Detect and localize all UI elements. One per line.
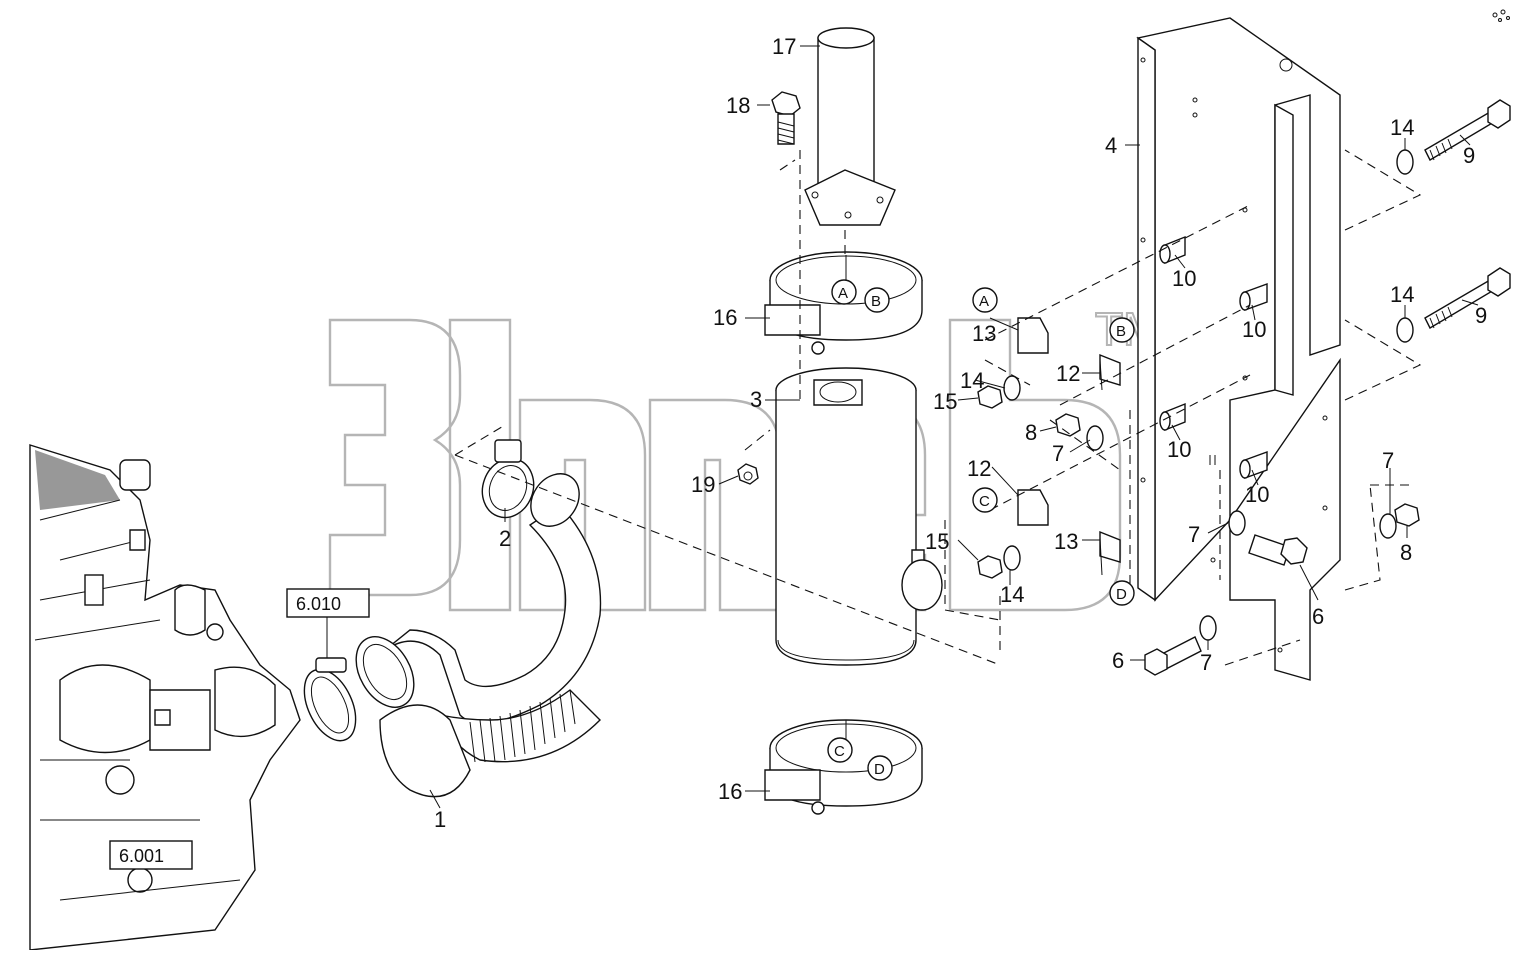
callout-6[interactable]: 6 (1312, 604, 1324, 629)
callout-2[interactable]: 2 (499, 526, 511, 551)
part-3-muffler (775, 367, 943, 666)
svg-text:D: D (1116, 586, 1127, 603)
callout-9[interactable]: 9 (1475, 303, 1487, 328)
callout-10[interactable]: 10 (1242, 317, 1266, 342)
svg-text:A: A (838, 285, 848, 302)
svg-text:C: C (834, 743, 845, 760)
circle-ref-a-bracket: A (972, 287, 998, 313)
part-6-7-8-hardware (1144, 503, 1420, 676)
part-13-bracket-upper (1017, 317, 1049, 354)
ref-box-6-001[interactable]: 6.001 (109, 840, 193, 870)
callout-17[interactable]: 17 (772, 34, 796, 59)
callout-18[interactable]: 18 (726, 93, 750, 118)
callout-10[interactable]: 10 (1167, 437, 1191, 462)
part-12-bracket-lower (1017, 489, 1049, 526)
callout-10[interactable]: 10 (1172, 266, 1196, 291)
callout-12[interactable]: 12 (967, 456, 991, 481)
callout-14[interactable]: 14 (1000, 582, 1024, 607)
part-2-hose-clamp (481, 439, 535, 519)
leader-lines (429, 45, 1479, 809)
callout-4[interactable]: 4 (1105, 133, 1117, 158)
part-1-exhaust-elbow (355, 473, 602, 798)
circle-ref-b-upper: B (864, 287, 890, 313)
part-17-tailpipe (804, 27, 896, 226)
callout-13[interactable]: 13 (1054, 529, 1078, 554)
callout-19[interactable]: 19 (691, 472, 715, 497)
ref-box-6-010[interactable]: 6.010 (286, 588, 370, 660)
engine-block (29, 444, 301, 951)
hardware-middle (977, 375, 1104, 579)
callout-15[interactable]: 15 (925, 529, 949, 554)
callout-7[interactable]: 7 (1052, 441, 1064, 466)
circle-ref-b-bracket: B (1109, 317, 1135, 343)
callout-8[interactable]: 8 (1025, 420, 1037, 445)
corner-marks (1492, 9, 1510, 22)
circle-ref-c-lower: C (827, 737, 853, 763)
callout-7[interactable]: 7 (1200, 650, 1212, 675)
callout-7[interactable]: 7 (1382, 448, 1394, 473)
part-16-band-clamp-lower (764, 719, 923, 815)
callout-10[interactable]: 10 (1245, 482, 1269, 507)
circle-ref-d-lower: D (867, 755, 893, 781)
callout-1[interactable]: 1 (434, 807, 446, 832)
callout-14[interactable]: 14 (960, 368, 984, 393)
callout-6[interactable]: 6 (1112, 648, 1124, 673)
svg-text:B: B (871, 293, 881, 310)
callout-9[interactable]: 9 (1463, 143, 1475, 168)
callout-15[interactable]: 15 (933, 389, 957, 414)
callout-7[interactable]: 7 (1188, 522, 1200, 547)
part-19-nut (737, 463, 759, 485)
callout-13[interactable]: 13 (972, 321, 996, 346)
part-10-spacers (1159, 235, 1268, 479)
callout-3[interactable]: 3 (750, 387, 762, 412)
ref-box-label: 6.001 (119, 846, 164, 866)
part-13-bracket-lower (1099, 530, 1121, 576)
svg-text:D: D (874, 761, 885, 778)
part-18-bolt (771, 91, 801, 145)
callout-14[interactable]: 14 (1390, 115, 1414, 140)
callout-16[interactable]: 16 (713, 305, 737, 330)
ref-box-label: 6.010 (296, 594, 341, 614)
part-4-support-bracket (1136, 17, 1341, 681)
part-12-bracket-upper (1099, 353, 1121, 391)
callout-12[interactable]: 12 (1056, 361, 1080, 386)
callout-labels: 1 2 3 4 6 6 7 7 7 7 8 8 9 9 10 10 10 10 … (434, 34, 1487, 832)
circle-ref-d-bracket: D (1109, 580, 1135, 606)
callout-16[interactable]: 16 (718, 779, 742, 804)
assembly-lines (454, 149, 1422, 666)
circle-ref-a-upper: A (831, 279, 857, 305)
svg-text:C: C (979, 493, 990, 510)
callout-14[interactable]: 14 (1390, 282, 1414, 307)
circle-ref-c-bracket: C (972, 487, 998, 513)
svg-text:B: B (1116, 323, 1126, 340)
svg-text:A: A (979, 293, 989, 310)
turbo-clamp (303, 657, 357, 742)
callout-8[interactable]: 8 (1400, 540, 1412, 565)
